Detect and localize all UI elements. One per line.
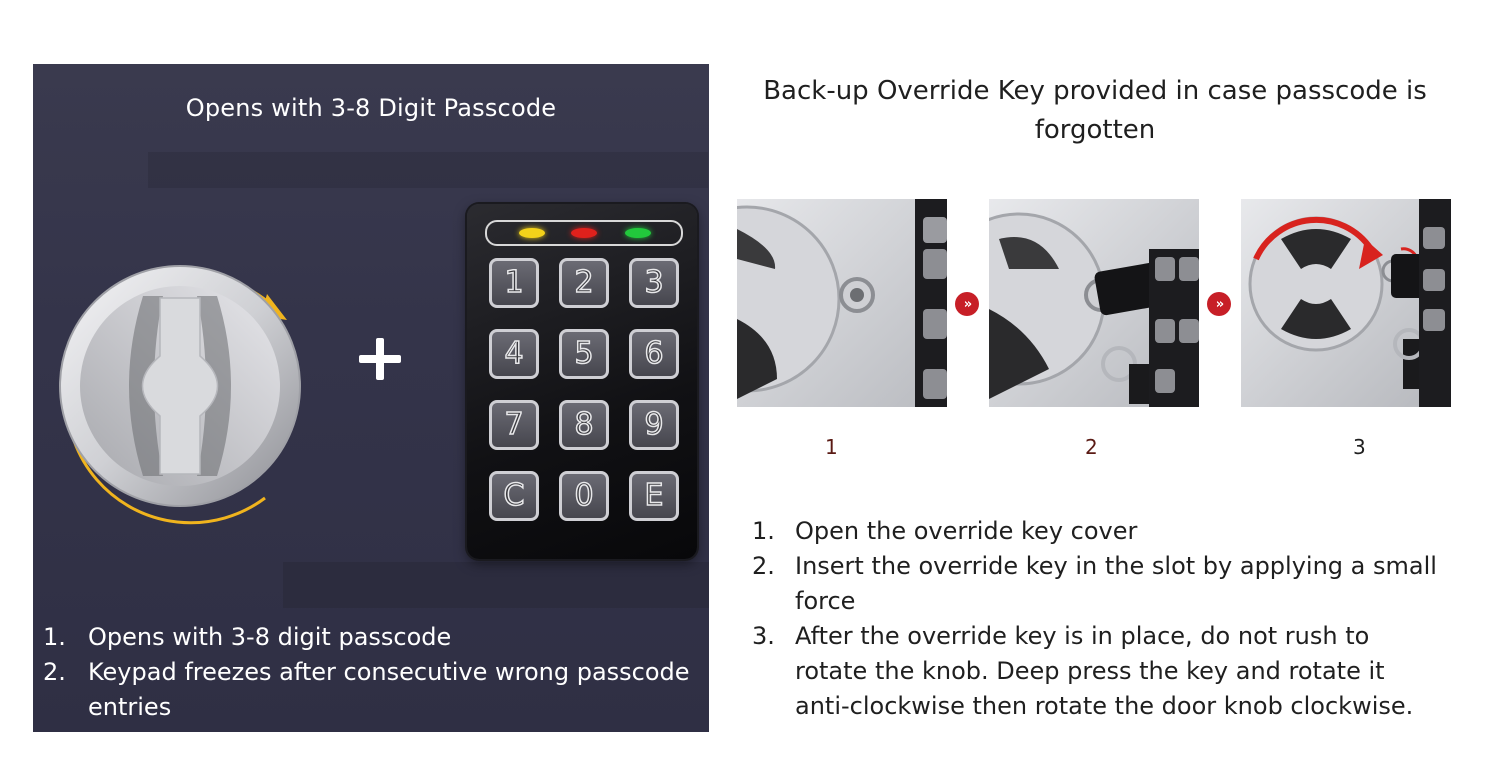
keypad-key: 2 — [559, 258, 609, 308]
green-led-icon — [625, 228, 651, 238]
next-step-arrow-icon: » — [1207, 292, 1231, 316]
step-2-label: 2 — [1085, 435, 1098, 459]
step-2-photo — [989, 199, 1199, 407]
passcode-title: Opens with 3-8 Digit Passcode — [185, 94, 557, 122]
keypad-key: 3 — [629, 258, 679, 308]
keypad-key: 0 — [559, 471, 609, 521]
led-indicator-bar — [485, 220, 683, 246]
list-item: 1. Open the override key cover — [752, 517, 1138, 545]
override-instructions-list: 1. Open the override key cover 2. Insert… — [752, 514, 1442, 724]
override-key-title: Back-up Override Key provided in case pa… — [763, 76, 1427, 145]
list-item: 2. Insert the override key in the slot b… — [752, 552, 1437, 615]
passcode-panel: Opens with 3-8 Digit Passcode — [33, 64, 709, 732]
step-3-label: 3 — [1353, 435, 1366, 459]
keypad-key: 7 — [489, 400, 539, 450]
keypad-key: 1 — [489, 258, 539, 308]
panel-shade-band — [283, 562, 709, 608]
plus-icon — [355, 334, 405, 384]
keypad-key: C — [489, 471, 539, 521]
list-item: 1. Opens with 3-8 digit passcode — [43, 623, 452, 651]
passcode-feature-list: 1. Opens with 3-8 digit passcode 2. Keyp… — [43, 620, 693, 725]
keypad-key: 8 — [559, 400, 609, 450]
step-3-photo — [1241, 199, 1451, 407]
list-item: 2. Keypad freezes after consecutive wron… — [43, 658, 690, 721]
keypad-key: 4 — [489, 329, 539, 379]
next-step-arrow-icon: » — [955, 292, 979, 316]
digital-keypad: 1 2 3 4 5 6 7 8 9 C 0 E — [467, 204, 697, 559]
keypad-key: 9 — [629, 400, 679, 450]
red-led-icon — [571, 228, 597, 238]
door-knob-image — [59, 265, 301, 525]
step-1-label: 1 — [825, 435, 838, 459]
keypad-key: E — [629, 471, 679, 521]
keypad-key: 6 — [629, 329, 679, 379]
panel-shade-band — [148, 152, 708, 188]
list-item: 3. After the override key is in place, d… — [752, 622, 1414, 720]
step-1-photo — [737, 199, 947, 407]
keypad-key: 5 — [559, 329, 609, 379]
yellow-led-icon — [519, 228, 545, 238]
